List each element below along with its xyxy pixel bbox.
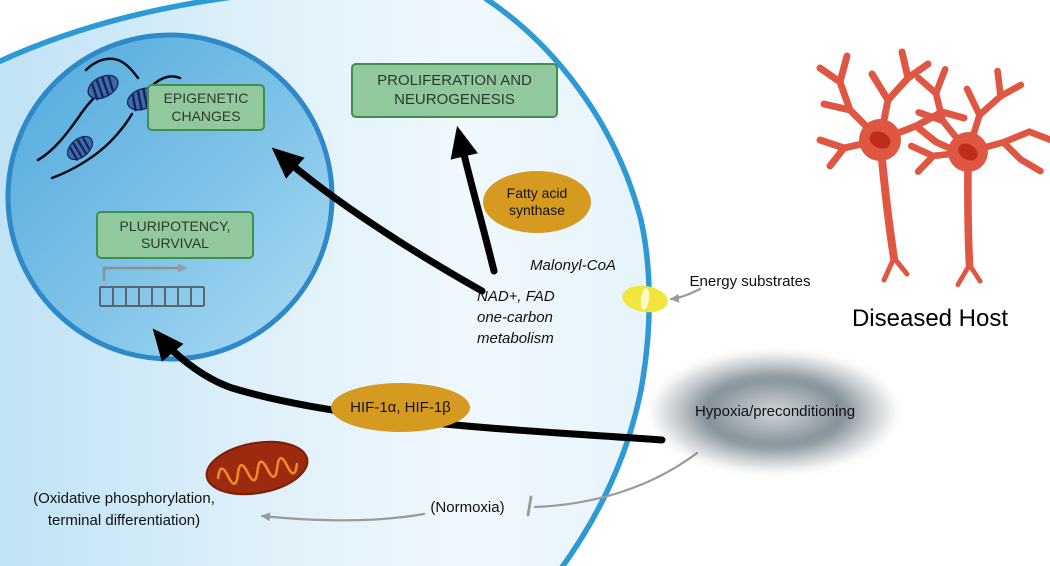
gene-promoter-icon [99,263,205,307]
malonyl-coa-label: Malonyl-CoA [530,257,616,274]
energy-substrates-label: Energy substrates [689,273,811,290]
proliferation-neurogenesis-box: PROLIFERATION AND NEUROGENESIS [351,63,558,118]
arrow-normoxia-to-oxphos [260,512,426,522]
arrow-malonyl-to-proliferation [450,125,498,275]
diseased-host-label: Diseased Host [851,305,1009,332]
hypoxia-preconditioning-label: Hypoxia/preconditioning [694,403,856,420]
neuron-icon-1 [816,48,968,283]
pluripotency-survival-box: PLURIPOTENCY, SURVIVAL [96,211,254,259]
epigenetic-changes-box: EPIGENETIC CHANGES [147,84,265,131]
neuron-icon-2 [907,66,1050,288]
fatty-acid-synthase-ellipse: Fatty acid synthase [483,171,591,233]
mitochondrion-icon [205,440,309,496]
hif-ellipse: HIF-1α, HIF-1β [331,383,470,432]
arrow-hypoxia-to-pluripotency [152,328,666,444]
oxidative-phosphorylation-label: (Oxidative phosphorylation, terminal dif… [33,490,215,529]
inhibition-bar [526,495,533,517]
inhibition-hypoxia-to-normoxia [533,451,699,509]
arrow-metabolism-to-epigenetic-changes [271,147,486,295]
one-carbon-metabolism-label: NAD+, FAD one-carbon metabolism [477,288,555,347]
normoxia-label: (Normoxia) [430,499,505,516]
hypoxia-cloud [648,350,900,474]
arrow-energy-substrates-to-transporter [669,287,702,303]
transporter-icon [622,285,668,313]
